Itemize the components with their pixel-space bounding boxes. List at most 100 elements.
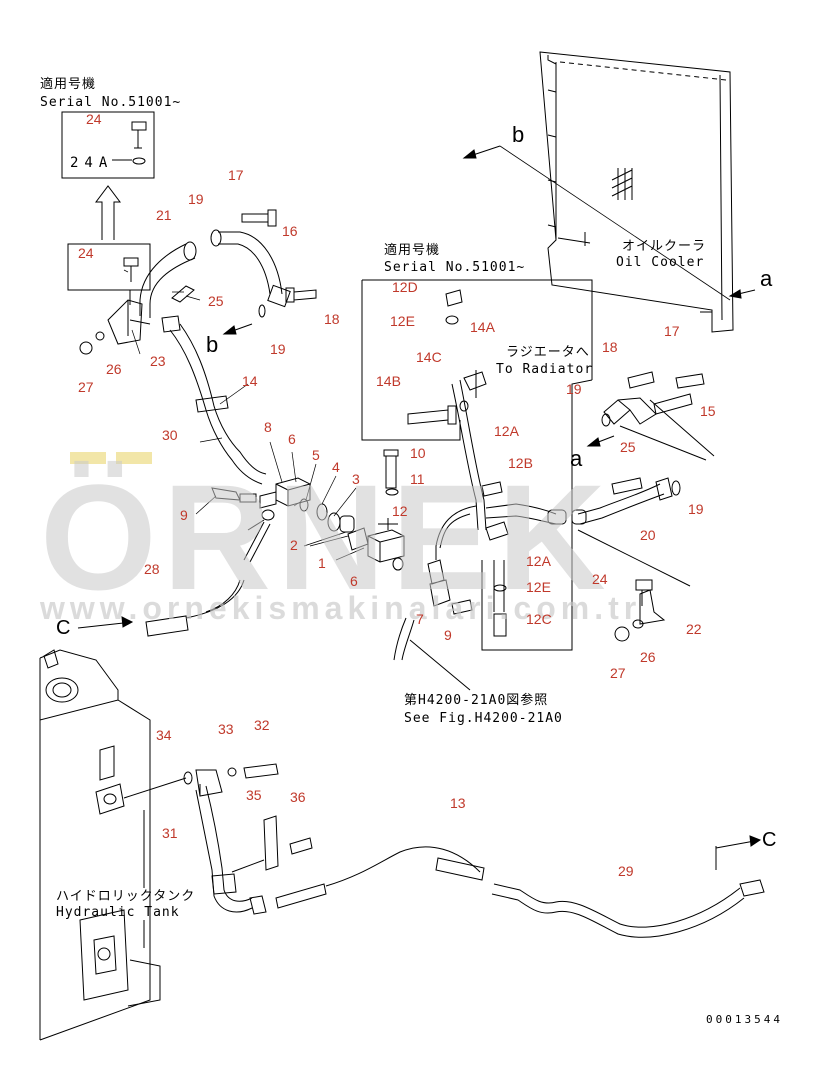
part-label: 7 xyxy=(416,611,424,627)
part-label: 12 xyxy=(392,503,408,519)
part-label: 22 xyxy=(686,621,702,637)
inset-box-center xyxy=(361,279,593,651)
part-label: 24 xyxy=(78,245,94,261)
tank-jp: ハイドロリックタンク xyxy=(56,889,196,904)
part-label: 19 xyxy=(566,381,582,397)
part-label: 26 xyxy=(640,649,656,665)
hose-20 xyxy=(577,483,665,525)
part-label: 35 xyxy=(246,787,262,803)
part-label: 14B xyxy=(376,373,401,389)
part-label: 30 xyxy=(162,427,178,443)
part-label: 18 xyxy=(602,339,618,355)
inset-box-bottom xyxy=(67,243,151,291)
part-label: 5 xyxy=(312,447,320,463)
part-label: 12C xyxy=(526,611,552,627)
part-label: 24 xyxy=(592,571,608,587)
part-label: 8 xyxy=(264,419,272,435)
part-label: 34 xyxy=(156,727,172,743)
watermark-dot xyxy=(116,452,152,464)
part-label: 17 xyxy=(228,167,244,183)
hollow-arrow xyxy=(95,185,121,240)
part-label: 18 xyxy=(324,311,340,327)
part-label: 14A xyxy=(470,319,495,335)
view-marker-b-left: b xyxy=(206,332,219,357)
part-label: 33 xyxy=(218,721,234,737)
part-label: 6 xyxy=(350,573,358,589)
tank-en: Hydraulic Tank xyxy=(56,905,180,920)
part-label: 3 xyxy=(352,471,360,487)
part-label: 12E xyxy=(526,579,551,595)
hydraulic-tank xyxy=(39,649,151,1041)
note-serial-left: Serial No.51001~ xyxy=(40,95,182,110)
part-label: 26 xyxy=(106,361,122,377)
part-label: 12A xyxy=(494,423,519,439)
pipe-31 xyxy=(195,785,253,913)
part-label: 9 xyxy=(444,627,452,643)
part-label: 25 xyxy=(208,293,224,309)
pipe-16 xyxy=(218,231,283,295)
part-label: 29 xyxy=(618,863,634,879)
watermark-dot xyxy=(70,452,106,464)
see-fig-en: See Fig.H4200-21A0 xyxy=(404,711,563,726)
part-label: 6 xyxy=(288,431,296,447)
part-label: 25 xyxy=(620,439,636,455)
part-label: 9 xyxy=(180,507,188,523)
part-label: 19 xyxy=(188,191,204,207)
radiator-en: To Radiator xyxy=(496,362,594,377)
part-label: 14 xyxy=(242,373,258,389)
part-label: 12A xyxy=(526,553,551,569)
view-marker-a-right: a xyxy=(760,266,773,291)
part-label: 12B xyxy=(508,455,533,471)
part-label: 20 xyxy=(640,527,656,543)
oil-cooler-en: Oil Cooler xyxy=(616,255,705,270)
part-label: 23 xyxy=(150,353,166,369)
part-label: 10 xyxy=(410,445,426,461)
part-label: 17 xyxy=(664,323,680,339)
part-label: 4 xyxy=(332,459,340,475)
inset-box-top xyxy=(61,111,155,179)
part-label: 19 xyxy=(270,341,286,357)
view-marker-b-top: b xyxy=(512,122,525,147)
note-applicable-left: 適用号機 xyxy=(40,77,97,92)
watermark-url: www.ornekismakinalari.com.tr xyxy=(40,590,642,626)
inset-label-24A: 24A xyxy=(70,155,114,171)
part-label: 31 xyxy=(162,825,178,841)
part-label: 14C xyxy=(416,349,442,365)
part-label: 15 xyxy=(700,403,716,419)
part-label: 16 xyxy=(282,223,298,239)
drawing-number: 00013544 xyxy=(706,1013,783,1026)
watermark-brand: ÖRNEK xyxy=(40,453,612,621)
oil-cooler xyxy=(539,51,734,333)
clamp-14A xyxy=(463,370,487,398)
view-marker-c-left: C xyxy=(56,617,71,639)
hose-13 xyxy=(275,846,481,909)
part-label: 1 xyxy=(318,555,326,571)
part-label: 27 xyxy=(78,379,94,395)
part-label: 28 xyxy=(144,561,160,577)
part-label: 32 xyxy=(254,717,270,733)
part-label: 36 xyxy=(290,789,306,805)
radiator-jp: ラジエータへ xyxy=(506,345,590,360)
hose-28 xyxy=(145,579,245,637)
note-serial-center: Serial No.51001~ xyxy=(384,260,526,275)
part-label: 27 xyxy=(610,665,626,681)
part-label: 12E xyxy=(390,313,415,329)
part-label: 21 xyxy=(156,207,172,223)
pipe-21 xyxy=(139,243,196,318)
view-marker-a-mid: a xyxy=(570,446,583,471)
see-fig-jp: 第H4200-21A0図参照 xyxy=(404,693,549,708)
part-label: 2 xyxy=(290,537,298,553)
part-label: 24 xyxy=(86,111,102,127)
pipe-12 xyxy=(451,379,487,531)
view-marker-c-right: C xyxy=(762,829,777,851)
oil-cooler-jp: オイルクーラ xyxy=(622,239,707,254)
note-applicable-center: 適用号機 xyxy=(384,243,441,258)
hose-30 xyxy=(169,323,267,485)
part-label: 12D xyxy=(392,279,418,295)
part-label: 19 xyxy=(688,501,704,517)
part-label: 11 xyxy=(410,471,425,487)
view-b-leader xyxy=(499,145,731,301)
part-label: 13 xyxy=(450,795,466,811)
